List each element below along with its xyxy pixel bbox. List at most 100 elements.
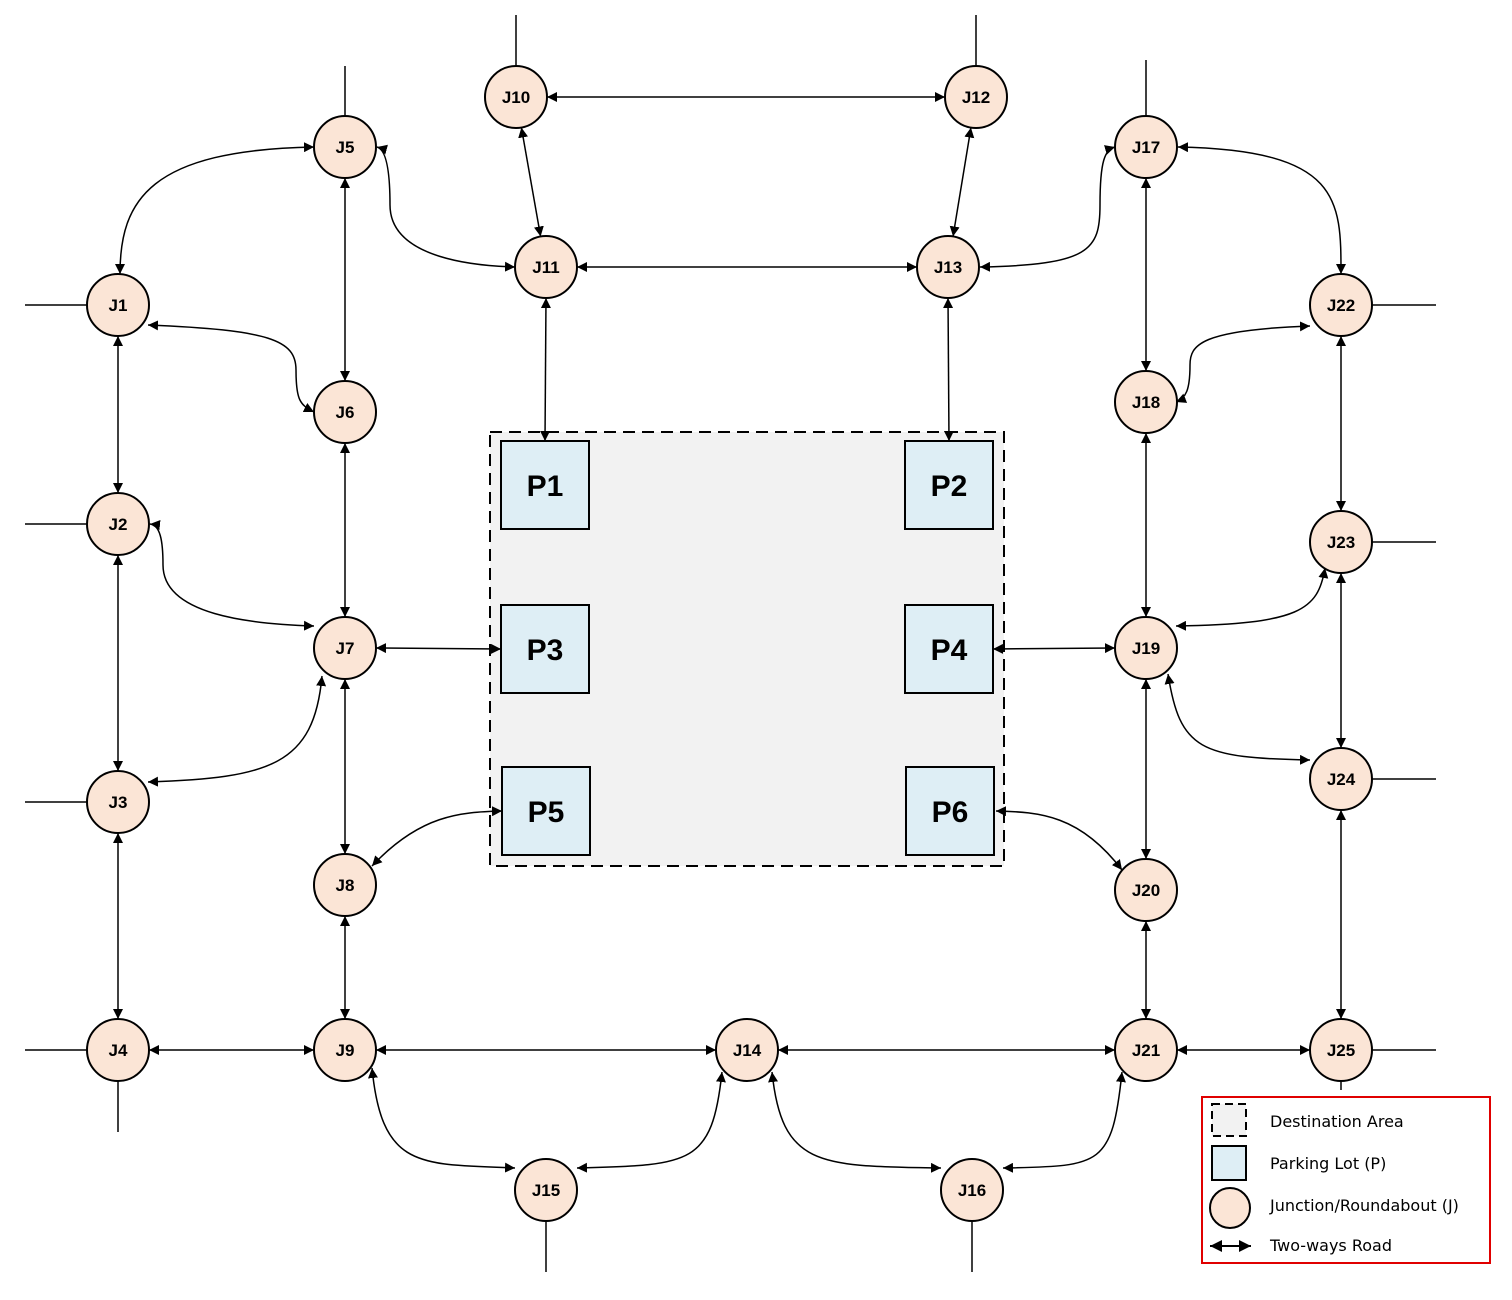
- parking-lot-label: P1: [527, 470, 564, 503]
- junction-circle: [313, 853, 377, 917]
- junction-circle: [1114, 1018, 1178, 1082]
- road-j19-j23: [1175, 567, 1329, 631]
- road-j17-j22: [1177, 142, 1346, 275]
- junction-label: J13: [934, 258, 962, 277]
- junction-label: J4: [109, 1041, 128, 1060]
- parking-lot-box: [501, 766, 591, 856]
- parking-lot-p1: P1: [500, 440, 590, 530]
- junction-j24: J24: [1309, 747, 1373, 811]
- junction-j9: J9: [313, 1018, 377, 1082]
- junction-circle: [1309, 510, 1373, 574]
- junction-j14: J14: [715, 1018, 779, 1082]
- road-j22-j18: [1175, 321, 1311, 403]
- road-j10-j11: [518, 127, 544, 237]
- junction-j18: J18: [1114, 370, 1178, 434]
- junction-label: J1: [109, 296, 128, 315]
- junction-label: J22: [1327, 296, 1355, 315]
- junction-j3: J3: [86, 770, 150, 834]
- road-j1-j6: [147, 320, 315, 413]
- junction-circle: [86, 1018, 150, 1082]
- junction-j17: J17: [1114, 115, 1178, 179]
- junction-label: J24: [1327, 770, 1356, 789]
- junction-circle: [86, 492, 150, 556]
- junction-j20: J20: [1114, 858, 1178, 922]
- junction-circle: [715, 1018, 779, 1082]
- road-j3-j7: [147, 675, 327, 787]
- junction-j4: J4: [86, 1018, 150, 1082]
- parking-lot-label: P2: [931, 470, 968, 503]
- junction-label: J23: [1327, 533, 1355, 552]
- junction-j7: J7: [313, 616, 377, 680]
- junction-circle: [313, 380, 377, 444]
- parking-lot-p4: P4: [904, 604, 994, 694]
- legend-box: [1201, 1096, 1491, 1264]
- junction-j22: J22: [1309, 273, 1373, 337]
- parking-lot-p5: P5: [501, 766, 591, 856]
- junction-circle: [484, 65, 548, 129]
- junction-circle: [944, 65, 1008, 129]
- road-j14-j15: [576, 1071, 726, 1173]
- junction-j16: J16: [940, 1158, 1004, 1222]
- junction-circle: [1309, 747, 1373, 811]
- junction-j6: J6: [313, 380, 377, 444]
- road-j12-j13: [949, 127, 975, 237]
- junction-circle: [940, 1158, 1004, 1222]
- parking-lot-box: [500, 440, 590, 530]
- two-way-roads: [113, 92, 1346, 1173]
- road-j11-p1: [540, 297, 551, 442]
- road-j21-j16: [1002, 1071, 1126, 1173]
- junction-label: J21: [1132, 1041, 1160, 1060]
- junction-j25: J25: [1309, 1018, 1373, 1082]
- junction-label: J18: [1132, 393, 1160, 412]
- junction-circle: [313, 616, 377, 680]
- junction-label: J3: [109, 793, 128, 812]
- road-j5-j11: [376, 144, 516, 272]
- road-j14-j16: [768, 1071, 942, 1173]
- junction-circle: [514, 1158, 578, 1222]
- junction-j19: J19: [1114, 616, 1178, 680]
- junction-j10: J10: [484, 65, 548, 129]
- legend-road-label: Two-ways Road: [1269, 1236, 1392, 1255]
- road-j8-p5: [371, 806, 503, 867]
- junction-circle: [86, 770, 150, 834]
- parking-lot-label: P5: [528, 796, 565, 829]
- junction-label: J8: [336, 876, 355, 895]
- junction-label: J19: [1132, 639, 1160, 658]
- junction-j13: J13: [916, 235, 980, 299]
- junction-j21: J21: [1114, 1018, 1178, 1082]
- legend-parking-label: Parking Lot (P): [1270, 1154, 1386, 1173]
- legend-junction-label: Junction/Roundabout (J): [1269, 1196, 1459, 1215]
- legend-destination-swatch: [1211, 1103, 1247, 1137]
- junction-circle: [1114, 858, 1178, 922]
- road-j19-j24: [1164, 673, 1311, 765]
- junction-circle: [313, 115, 377, 179]
- road-j13-p2: [943, 297, 954, 442]
- parking-lot-label: P6: [932, 796, 969, 829]
- parking-lot-box: [905, 766, 995, 856]
- junction-label: J7: [336, 639, 355, 658]
- parking-lot-box: [904, 440, 994, 530]
- legend-junction-swatch: [1209, 1187, 1251, 1229]
- junction-circle: [313, 1018, 377, 1082]
- junction-label: J12: [962, 88, 990, 107]
- junction-label: J9: [336, 1041, 355, 1060]
- junction-j8: J8: [313, 853, 377, 917]
- junction-label: J11: [532, 258, 559, 277]
- road-j2-j7: [149, 520, 315, 631]
- parking-lot-p3: P3: [500, 604, 590, 694]
- junction-j5: J5: [313, 115, 377, 179]
- parking-lot-label: P3: [527, 634, 564, 667]
- junction-label: J6: [336, 403, 355, 422]
- legend-parking-swatch: [1211, 1145, 1247, 1181]
- junction-label: J2: [109, 515, 128, 534]
- parking-lot-p6: P6: [905, 766, 995, 856]
- road-j19-p4: [992, 643, 1116, 654]
- road-j20-p6: [995, 806, 1123, 871]
- legend-destination-label: Destination Area: [1270, 1112, 1404, 1131]
- junction-label: J17: [1132, 138, 1160, 157]
- road-j9-j15: [368, 1067, 516, 1173]
- junction-j15: J15: [514, 1158, 578, 1222]
- parking-lot-label: P4: [931, 634, 968, 667]
- junction-label: J5: [336, 138, 355, 157]
